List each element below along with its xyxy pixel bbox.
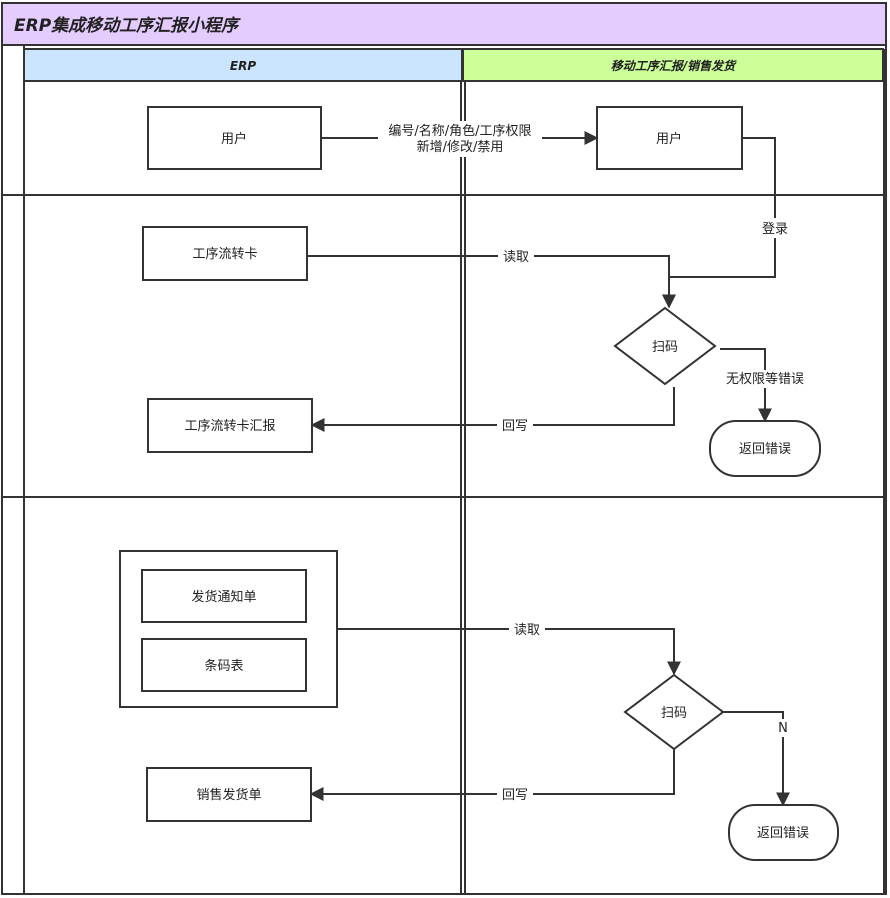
diagram-title: ERP集成移动工序汇报小程序 [14, 16, 241, 36]
edge-no-label: N [778, 721, 788, 736]
edge-user-sync-label-bg [378, 121, 542, 157]
node-sales-delivery-label: 销售发货单 [196, 787, 261, 803]
edge-no [723, 711, 790, 807]
edge-writeback-2 [309, 749, 675, 801]
edge-read-1-label: 读取 [503, 250, 529, 265]
node-barcode-table-label: 条码表 [204, 658, 243, 674]
node-scan-2-label: 扫码 [661, 706, 687, 721]
edge-read-2-label-bg [509, 621, 545, 639]
node-process-card-label: 工序流转卡 [192, 247, 257, 262]
edge-no-permission-label-bg [720, 370, 810, 388]
edge-no-permission [720, 348, 772, 423]
edge-read-1 [307, 255, 676, 309]
edge-no-permission-label: 无权限等错误 [726, 371, 804, 387]
node-sales-delivery[interactable] [146, 767, 312, 822]
node-barcode-table[interactable] [141, 638, 307, 692]
edge-read-2 [337, 628, 681, 676]
edge-writeback-1-label: 回写 [502, 419, 528, 434]
edge-writeback-2-label: 回写 [502, 788, 528, 803]
node-delivery-notice[interactable] [141, 569, 307, 623]
node-user-erp[interactable] [147, 106, 322, 170]
node-process-card[interactable] [142, 226, 308, 281]
edge-user-sync-label-2: 新增/修改/禁用 [417, 139, 504, 155]
title-bar [1, 2, 887, 46]
lane-label-erp: ERP [230, 59, 256, 73]
node-scan-1-label: 扫码 [652, 340, 678, 355]
node-error-2-label: 返回错误 [757, 826, 809, 841]
edge-writeback-1 [310, 387, 675, 432]
node-user-mobile[interactable] [596, 106, 743, 170]
node-process-report-label: 工序流转卡汇报 [184, 419, 275, 434]
node-error-1-label: 返回错误 [739, 442, 791, 457]
lane-header-erp [23, 48, 463, 82]
node-scan-1[interactable] [613, 306, 717, 386]
lane-label-mobile: 移动工序汇报/销售发货 [611, 59, 737, 73]
node-error-2[interactable] [728, 804, 839, 861]
edge-writeback-2-label-bg [497, 786, 533, 804]
node-user-erp-label: 用户 [221, 131, 247, 147]
edge-login-label: 登录 [762, 222, 788, 237]
edge-user-sync-label-1: 编号/名称/角色/工序权限 [388, 123, 531, 139]
edge-read-2-label: 读取 [514, 623, 540, 638]
node-user-mobile-label: 用户 [656, 131, 682, 147]
edge-writeback-1-label-bg [497, 417, 533, 435]
node-error-1[interactable] [709, 420, 821, 477]
node-delivery-notice-label: 发货通知单 [191, 589, 256, 605]
edge-no-label-bg [775, 719, 791, 737]
edge-read-1-label-bg [498, 248, 534, 266]
edge-login-label-bg [757, 218, 793, 238]
